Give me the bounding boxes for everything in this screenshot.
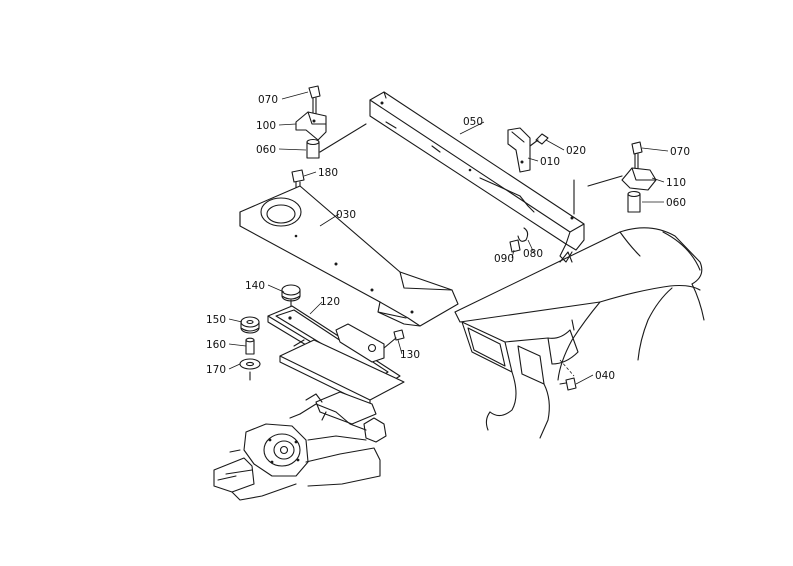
bushing-060-right [627, 190, 641, 213]
label-130: 130 [400, 349, 420, 361]
bolt-070-right [631, 141, 643, 169]
washer-170 [239, 358, 261, 381]
label-060-left: 060 [256, 144, 276, 156]
mount-140 [281, 284, 301, 315]
label-100: 100 [256, 120, 276, 132]
washer-080 [517, 227, 529, 242]
label-170: 170 [206, 364, 226, 376]
plate-030 [239, 185, 459, 327]
label-030: 030 [336, 209, 356, 221]
mount-guide-line [319, 123, 367, 153]
bracket-100 [295, 111, 327, 141]
transmission-housing [213, 391, 387, 501]
bracket-110 [621, 167, 657, 191]
label-180: 180 [318, 167, 338, 179]
label-090: 090 [494, 253, 514, 265]
label-020: 020 [566, 145, 586, 157]
label-010: 010 [540, 156, 560, 168]
bolt-020 [529, 133, 549, 147]
washer-150 [240, 316, 260, 334]
label-070-right: 070 [670, 146, 690, 158]
bolt-070-left [308, 85, 321, 115]
part-labels: 070 100 060 180 050 020 010 070 110 060 … [206, 94, 690, 382]
label-060-right: 060 [666, 197, 686, 209]
label-070-left: 070 [258, 94, 278, 106]
bolt-130 [383, 329, 405, 349]
label-120: 120 [320, 296, 340, 308]
leader-lines [228, 91, 669, 385]
bracket-010 [507, 127, 531, 173]
label-150: 150 [206, 314, 226, 326]
label-160: 160 [206, 339, 226, 351]
bushing-060-left [306, 138, 320, 159]
label-110: 110 [666, 177, 686, 189]
spacer-160 [245, 337, 255, 355]
label-080: 080 [523, 248, 543, 260]
nut-090 [509, 239, 521, 253]
mount-guide-line-right [587, 175, 623, 187]
label-050: 050 [463, 116, 483, 128]
label-140: 140 [245, 280, 265, 292]
frame-rail-050 [369, 91, 585, 263]
bolt-040 [559, 377, 577, 391]
tractor-hood [454, 227, 705, 439]
label-040: 040 [595, 370, 615, 382]
